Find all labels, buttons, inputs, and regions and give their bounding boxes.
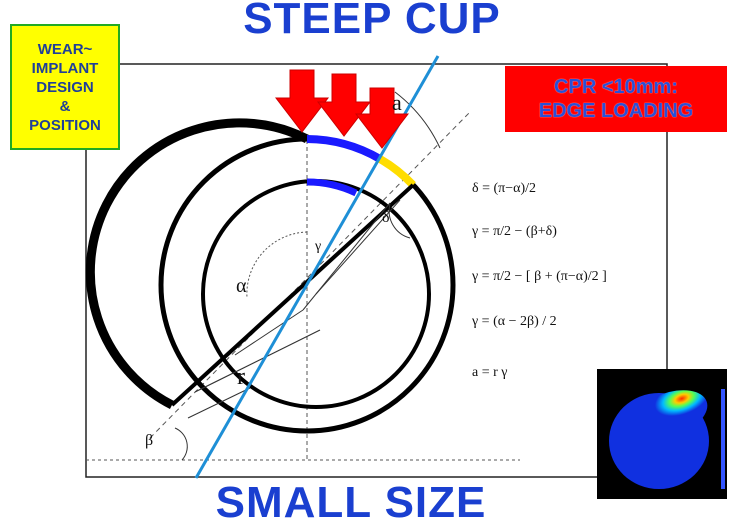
cpr-line-2: EDGE LOADING xyxy=(538,100,694,122)
alpha-angle-arc xyxy=(246,231,308,299)
formula-5: a = r γ xyxy=(472,365,507,380)
label-arc-a: a xyxy=(392,90,402,115)
formula-3: γ = π/2 − [ β + (π−α)/2 ] xyxy=(471,269,607,284)
load-arrow-2 xyxy=(316,73,372,137)
formula-4: γ = (α − 2β) / 2 xyxy=(471,314,557,329)
delta-angle-arc xyxy=(388,203,411,239)
construction-line-2 xyxy=(302,202,391,311)
construction-line-1 xyxy=(315,199,401,295)
wear-line-2: IMPLANT xyxy=(31,59,99,77)
load-arrows xyxy=(274,69,410,149)
label-gamma: γ xyxy=(314,239,321,254)
fem-stress-inset xyxy=(597,369,727,499)
wear-line-1: WEAR~ xyxy=(37,40,93,58)
beta-angle-arc xyxy=(174,427,188,461)
cpr-edge-loading-box: CPR <10mm: EDGE LOADING xyxy=(505,66,727,132)
title-small-size: SMALL SIZE xyxy=(215,478,487,527)
wear-line-3: DESIGN xyxy=(36,78,94,96)
load-arrow-1 xyxy=(274,69,330,133)
edge-loading-zone xyxy=(377,155,416,188)
radius-line xyxy=(194,329,321,393)
cpr-line-1: CPR <10mm: xyxy=(554,76,678,98)
formula-2: γ = π/2 − (β+δ) xyxy=(471,224,557,239)
fem-hotspot xyxy=(630,390,708,440)
wear-implant-box: WEAR~ IMPLANT DESIGN & POSITION xyxy=(10,24,120,150)
load-arrow-3 xyxy=(354,87,410,149)
wear-line-4: & xyxy=(59,97,71,115)
radius-dimension-line xyxy=(187,387,251,419)
label-alpha: α xyxy=(236,275,247,297)
contact-arc-outer xyxy=(306,135,383,163)
cup-rim-thick xyxy=(85,118,310,410)
arc-length-bracket xyxy=(394,91,441,149)
cup-face-dashed-line xyxy=(149,111,471,439)
cup-face-line xyxy=(170,183,415,407)
construction-line-3 xyxy=(234,309,304,356)
wear-line-5: POSITION xyxy=(29,116,101,134)
formula-1: δ = (π−α)/2 xyxy=(472,181,536,196)
title-steep-cup: STEEP CUP xyxy=(243,0,501,43)
fem-colorbar xyxy=(721,389,725,489)
label-delta: δ xyxy=(382,209,390,226)
fem-stress-image xyxy=(609,389,725,489)
label-beta: β xyxy=(145,432,153,449)
contact-arc-inner xyxy=(306,178,358,197)
label-radius: r xyxy=(237,364,245,390)
